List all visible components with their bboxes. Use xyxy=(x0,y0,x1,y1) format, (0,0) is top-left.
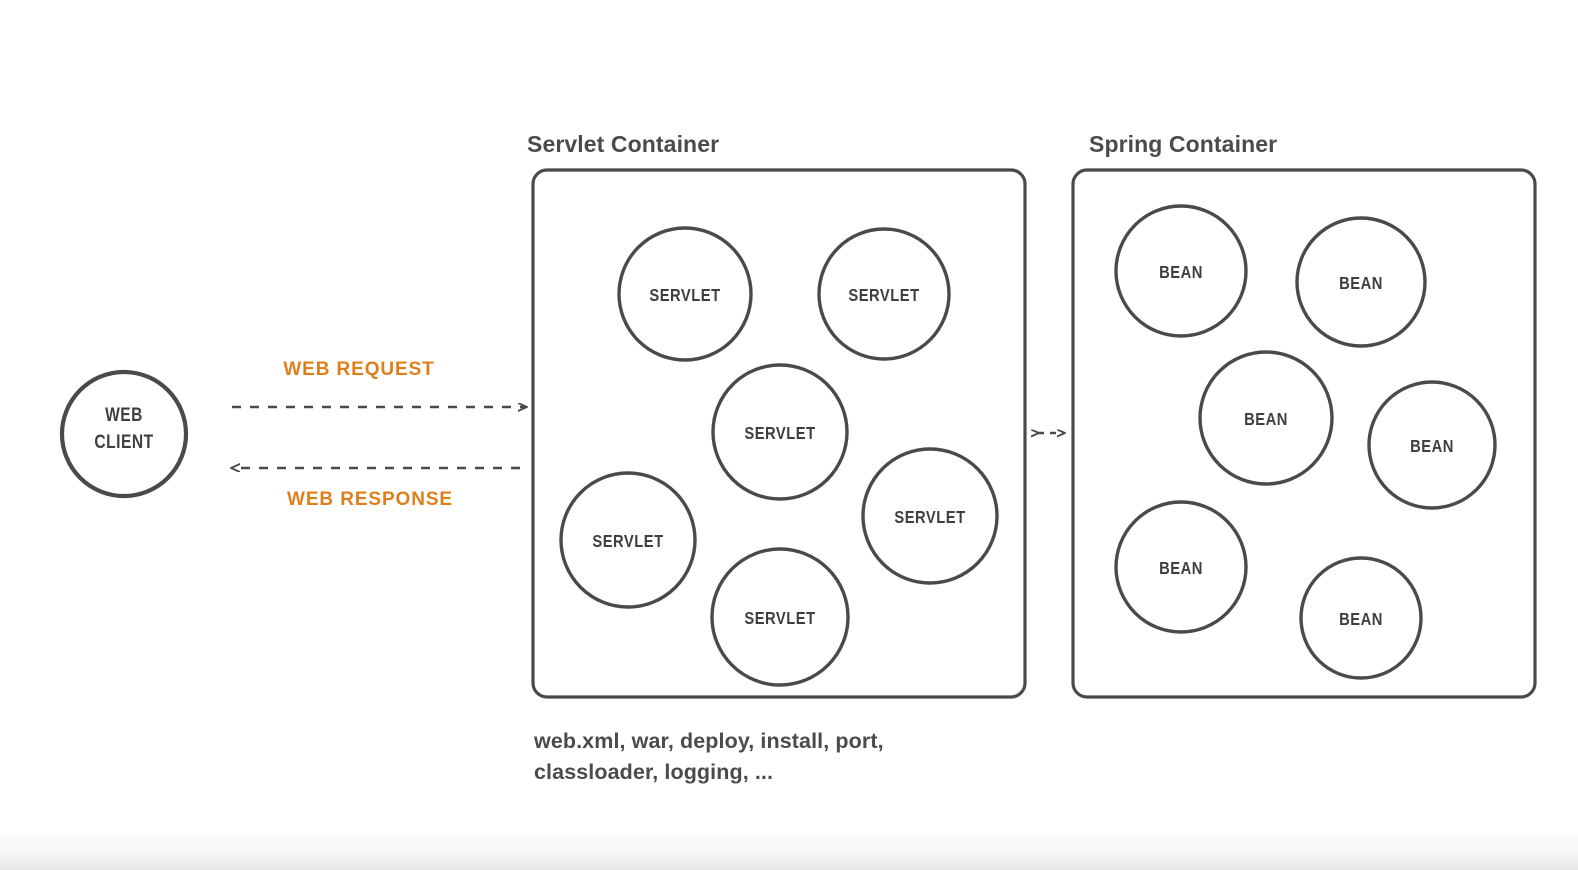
bean-label: BEAN xyxy=(1339,274,1383,294)
servlet-label: SERVLET xyxy=(848,286,919,306)
servlet-container-group[interactable]: Servlet Container SERVLET SERVLET SERVLE… xyxy=(527,131,1027,699)
servlet-circle xyxy=(711,363,849,501)
bean-node[interactable]: BEAN xyxy=(1367,380,1497,510)
spring-container-box xyxy=(1071,168,1537,699)
servlet-circle xyxy=(710,547,850,687)
bean-label: BEAN xyxy=(1244,410,1288,430)
servlet-node[interactable]: SERVLET xyxy=(817,227,951,361)
servlet-node[interactable]: SERVLET xyxy=(617,226,753,362)
servlet-node[interactable]: SERVLET xyxy=(711,363,849,501)
servlet-node[interactable]: SERVLET xyxy=(861,447,999,585)
bean-label: BEAN xyxy=(1410,437,1454,457)
web-client-label-line2: CLIENT xyxy=(94,431,153,453)
bean-circle xyxy=(1198,350,1334,486)
servlet-label: SERVLET xyxy=(744,424,815,444)
web-response-flow: WEB RESPONSE xyxy=(232,468,520,510)
caption-line-2: classloader, logging, ... xyxy=(534,760,773,784)
bean-node[interactable]: BEAN xyxy=(1114,500,1248,634)
web-client-node[interactable]: WEB CLIENT xyxy=(59,369,189,499)
web-client-circle xyxy=(59,369,189,499)
spring-container-title: Spring Container xyxy=(1089,131,1277,157)
servlet-label: SERVLET xyxy=(649,286,720,306)
bean-circle xyxy=(1114,204,1248,338)
bean-circle xyxy=(1299,556,1423,680)
bean-circle xyxy=(1367,380,1497,510)
bean-circle xyxy=(1295,216,1427,348)
bean-node[interactable]: BEAN xyxy=(1114,204,1248,338)
servlet-label: SERVLET xyxy=(744,609,815,629)
bean-label: BEAN xyxy=(1339,610,1383,630)
bean-label: BEAN xyxy=(1159,559,1203,579)
servlet-circle xyxy=(861,447,999,585)
spring-container-group[interactable]: Spring Container BEAN BEAN BEAN BEAN BEA… xyxy=(1071,131,1537,699)
bean-label: BEAN xyxy=(1159,263,1203,283)
servlet-label: SERVLET xyxy=(592,532,663,552)
servlet-circle xyxy=(559,471,697,609)
web-client-label-line1: WEB xyxy=(105,404,143,426)
web-request-flow: WEB REQUEST xyxy=(232,359,526,407)
servlet-circle xyxy=(817,227,951,361)
servlet-container-box xyxy=(531,168,1027,699)
servlet-circle xyxy=(617,226,753,362)
servlet-label: SERVLET xyxy=(894,508,965,528)
web-request-label: WEB REQUEST xyxy=(283,359,434,380)
bean-node[interactable]: BEAN xyxy=(1299,556,1423,680)
bean-node[interactable]: BEAN xyxy=(1198,350,1334,486)
web-response-label: WEB RESPONSE xyxy=(287,489,453,510)
servlet-container-title: Servlet Container xyxy=(527,131,719,157)
servlet-node[interactable]: SERVLET xyxy=(559,471,697,609)
bean-circle xyxy=(1114,500,1248,634)
servlet-node[interactable]: SERVLET xyxy=(710,547,850,687)
servlet-container-caption: web.xml, war, deploy, install, port, cla… xyxy=(533,729,884,784)
caption-line-1: web.xml, war, deploy, install, port, xyxy=(533,729,884,753)
bean-node[interactable]: BEAN xyxy=(1295,216,1427,348)
